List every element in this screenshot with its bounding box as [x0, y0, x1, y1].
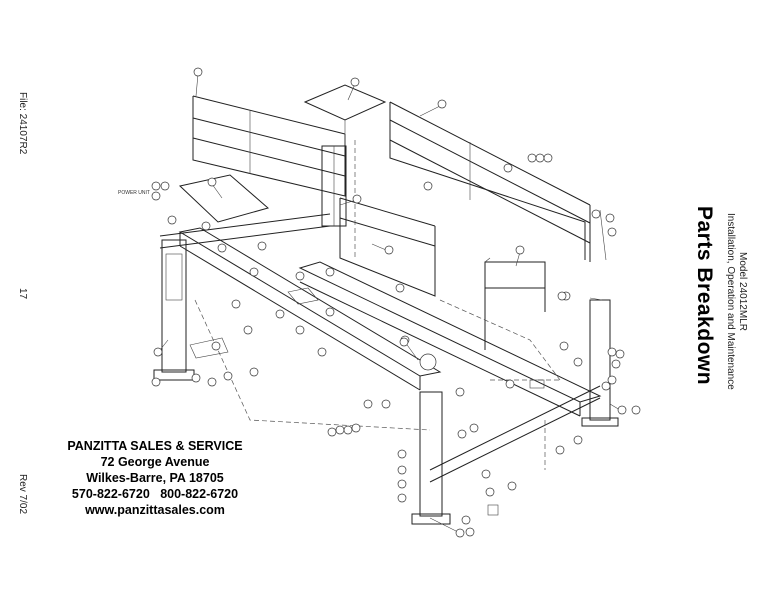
rear-cross-beam	[159, 213, 331, 249]
dealer-website[interactable]: www.panzittasales.com	[85, 503, 225, 517]
rear-center-post	[321, 145, 347, 227]
dealer-phone-1: 570-822-6720	[71, 487, 150, 501]
dealer-phones: 570-822-6720 800-822-6720	[40, 486, 270, 502]
dealer-phone-2: 800-822-6720	[160, 487, 239, 501]
front-right-post	[411, 353, 451, 525]
dealer-street: 72 George Avenue	[100, 455, 210, 469]
power-unit-label: POWER UNIT	[118, 190, 150, 196]
drip-tray	[178, 174, 270, 223]
small-parts	[189, 287, 545, 516]
left-post	[153, 239, 195, 381]
callout-leaders	[159, 73, 621, 533]
railing-rear-left	[192, 95, 346, 197]
left-runway	[178, 227, 442, 391]
callout-balloons	[151, 67, 641, 538]
far-right-post	[581, 299, 619, 427]
right-runway	[298, 261, 602, 417]
railing-right	[389, 101, 591, 262]
dealer-city: Wilkes-Barre, PA 18705	[86, 471, 224, 485]
dealer-name: PANZITTA SALES & SERVICE	[67, 439, 243, 453]
front-cross-rail	[429, 385, 601, 483]
railing-front-right	[484, 257, 546, 350]
dealer-address-block: PANZITTA SALES & SERVICE 72 George Avenu…	[40, 438, 270, 518]
top-cover-plate	[303, 84, 387, 145]
